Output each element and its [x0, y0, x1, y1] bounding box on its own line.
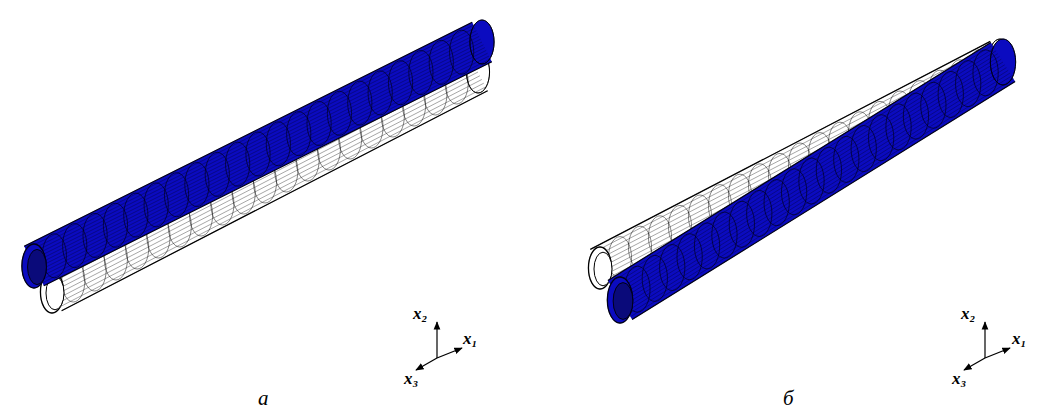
tube-part	[712, 212, 737, 258]
axis-label: x₁	[463, 330, 477, 347]
tube-part	[608, 42, 991, 280]
tube-part	[729, 201, 754, 247]
axis-label: x₃	[952, 370, 966, 387]
tube-part	[781, 169, 806, 215]
tube-part	[588, 247, 611, 289]
tube-part	[24, 22, 472, 246]
tube-part	[52, 72, 478, 292]
tube-part	[627, 73, 1010, 311]
tube-part	[24, 22, 472, 246]
deformed-tube	[607, 39, 1015, 323]
tube-part	[607, 277, 632, 323]
tube-part	[608, 42, 991, 280]
tube-part	[617, 56, 1000, 294]
deformed-tube	[22, 20, 494, 288]
axis-label: x₂	[961, 305, 975, 322]
tube-part	[903, 93, 928, 139]
tube-part	[34, 42, 482, 266]
tube-part	[764, 180, 789, 226]
panel-caption: б	[783, 388, 794, 409]
tube-part	[747, 190, 772, 236]
tube-part	[607, 277, 632, 323]
tube-part	[851, 126, 876, 172]
tube-part	[613, 283, 633, 320]
tube-part	[938, 71, 963, 117]
tube-part	[642, 255, 667, 301]
tube-part	[630, 79, 1013, 317]
tube-part	[28, 249, 47, 284]
tube-part	[33, 39, 481, 263]
tube-part	[973, 50, 998, 96]
tube-part	[27, 28, 475, 252]
tube-part	[58, 83, 484, 303]
axis-label: x₂	[413, 305, 427, 322]
tube-part	[31, 36, 479, 260]
tube-part	[592, 45, 992, 253]
tube-part	[22, 244, 46, 288]
tube-part	[799, 158, 824, 204]
tube-part	[24, 22, 492, 285]
axis-label: x₁	[1012, 330, 1026, 347]
tube-part	[35, 45, 483, 269]
tube-part	[44, 62, 492, 286]
tube-part	[632, 82, 1015, 320]
tube-part	[613, 51, 996, 289]
tube-part	[622, 65, 1005, 303]
tube-part	[26, 25, 474, 249]
tube-part	[620, 62, 1003, 300]
tube-part	[921, 82, 946, 128]
tube-part	[615, 54, 998, 292]
tube-part	[588, 247, 611, 289]
tube-part	[816, 147, 841, 193]
tube-part	[629, 76, 1012, 314]
tube-part	[38, 50, 486, 274]
tube-part	[44, 62, 492, 286]
tube-part	[42, 59, 490, 283]
tube-part	[610, 45, 993, 283]
tube-part	[677, 234, 702, 280]
tube-part	[660, 245, 685, 291]
tube-part	[470, 20, 494, 64]
axis-triad	[416, 322, 462, 370]
tube-part	[886, 104, 911, 150]
axis-triad	[964, 322, 1010, 370]
tube-part	[632, 82, 1015, 320]
panel-caption: а	[258, 388, 269, 409]
tube-part	[611, 48, 994, 286]
tube-part	[22, 244, 46, 288]
tube-part	[694, 223, 719, 269]
tube-part	[623, 68, 1006, 306]
tube-part	[868, 115, 893, 161]
tube-part	[41, 56, 489, 280]
tube-part	[625, 70, 1008, 308]
tube-part	[608, 42, 1015, 319]
axis-label: x₃	[404, 370, 418, 387]
tube-part	[618, 59, 1001, 297]
tube-part	[30, 34, 478, 258]
tube-part	[990, 39, 1015, 85]
tube-part	[56, 79, 482, 299]
tube-part	[40, 53, 488, 277]
tube-part	[956, 61, 981, 107]
tube-part	[54, 76, 480, 296]
tube-part	[28, 31, 476, 255]
tube-part	[834, 136, 859, 182]
tube-part	[37, 48, 485, 272]
